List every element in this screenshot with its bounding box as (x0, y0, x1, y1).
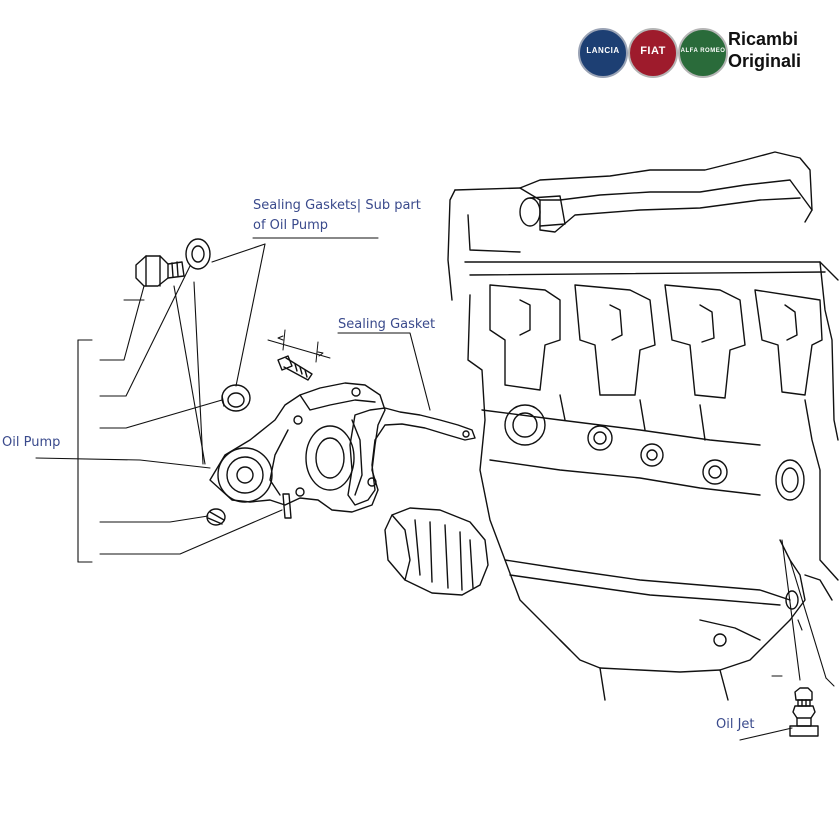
seal-ring-middle (221, 384, 251, 412)
pump-bolt (277, 355, 313, 381)
leader-lines (35, 237, 835, 741)
engine-block (384, 151, 839, 701)
lancia-logo: LANCIA (578, 28, 628, 78)
oil-pump-plug (135, 255, 185, 287)
label-oil-jet: Oil Jet (716, 717, 755, 732)
oil-pump-assembly (209, 382, 386, 513)
oil-pump-spring (206, 508, 226, 526)
brand-header: LANCIA FIAT ALFA ROMEO Ricambi Originali (578, 26, 828, 82)
oil-filter (384, 507, 489, 596)
sealing-gasket-part (347, 407, 476, 506)
label-oil-pump: Oil Pump (2, 435, 61, 450)
label-sealing-gasket: Sealing Gasket (338, 317, 436, 332)
dowel-pin (282, 493, 292, 519)
seal-ring-top (185, 238, 211, 270)
alfa-romeo-logo: ALFA ROMEO (678, 28, 728, 78)
label-sealing-gaskets: Sealing Gaskets| Sub part of Oil Pump (253, 198, 421, 233)
brand-title: Ricambi Originali (728, 29, 802, 71)
fiat-logo: FIAT (628, 28, 678, 78)
oil-jet-part (789, 687, 819, 737)
